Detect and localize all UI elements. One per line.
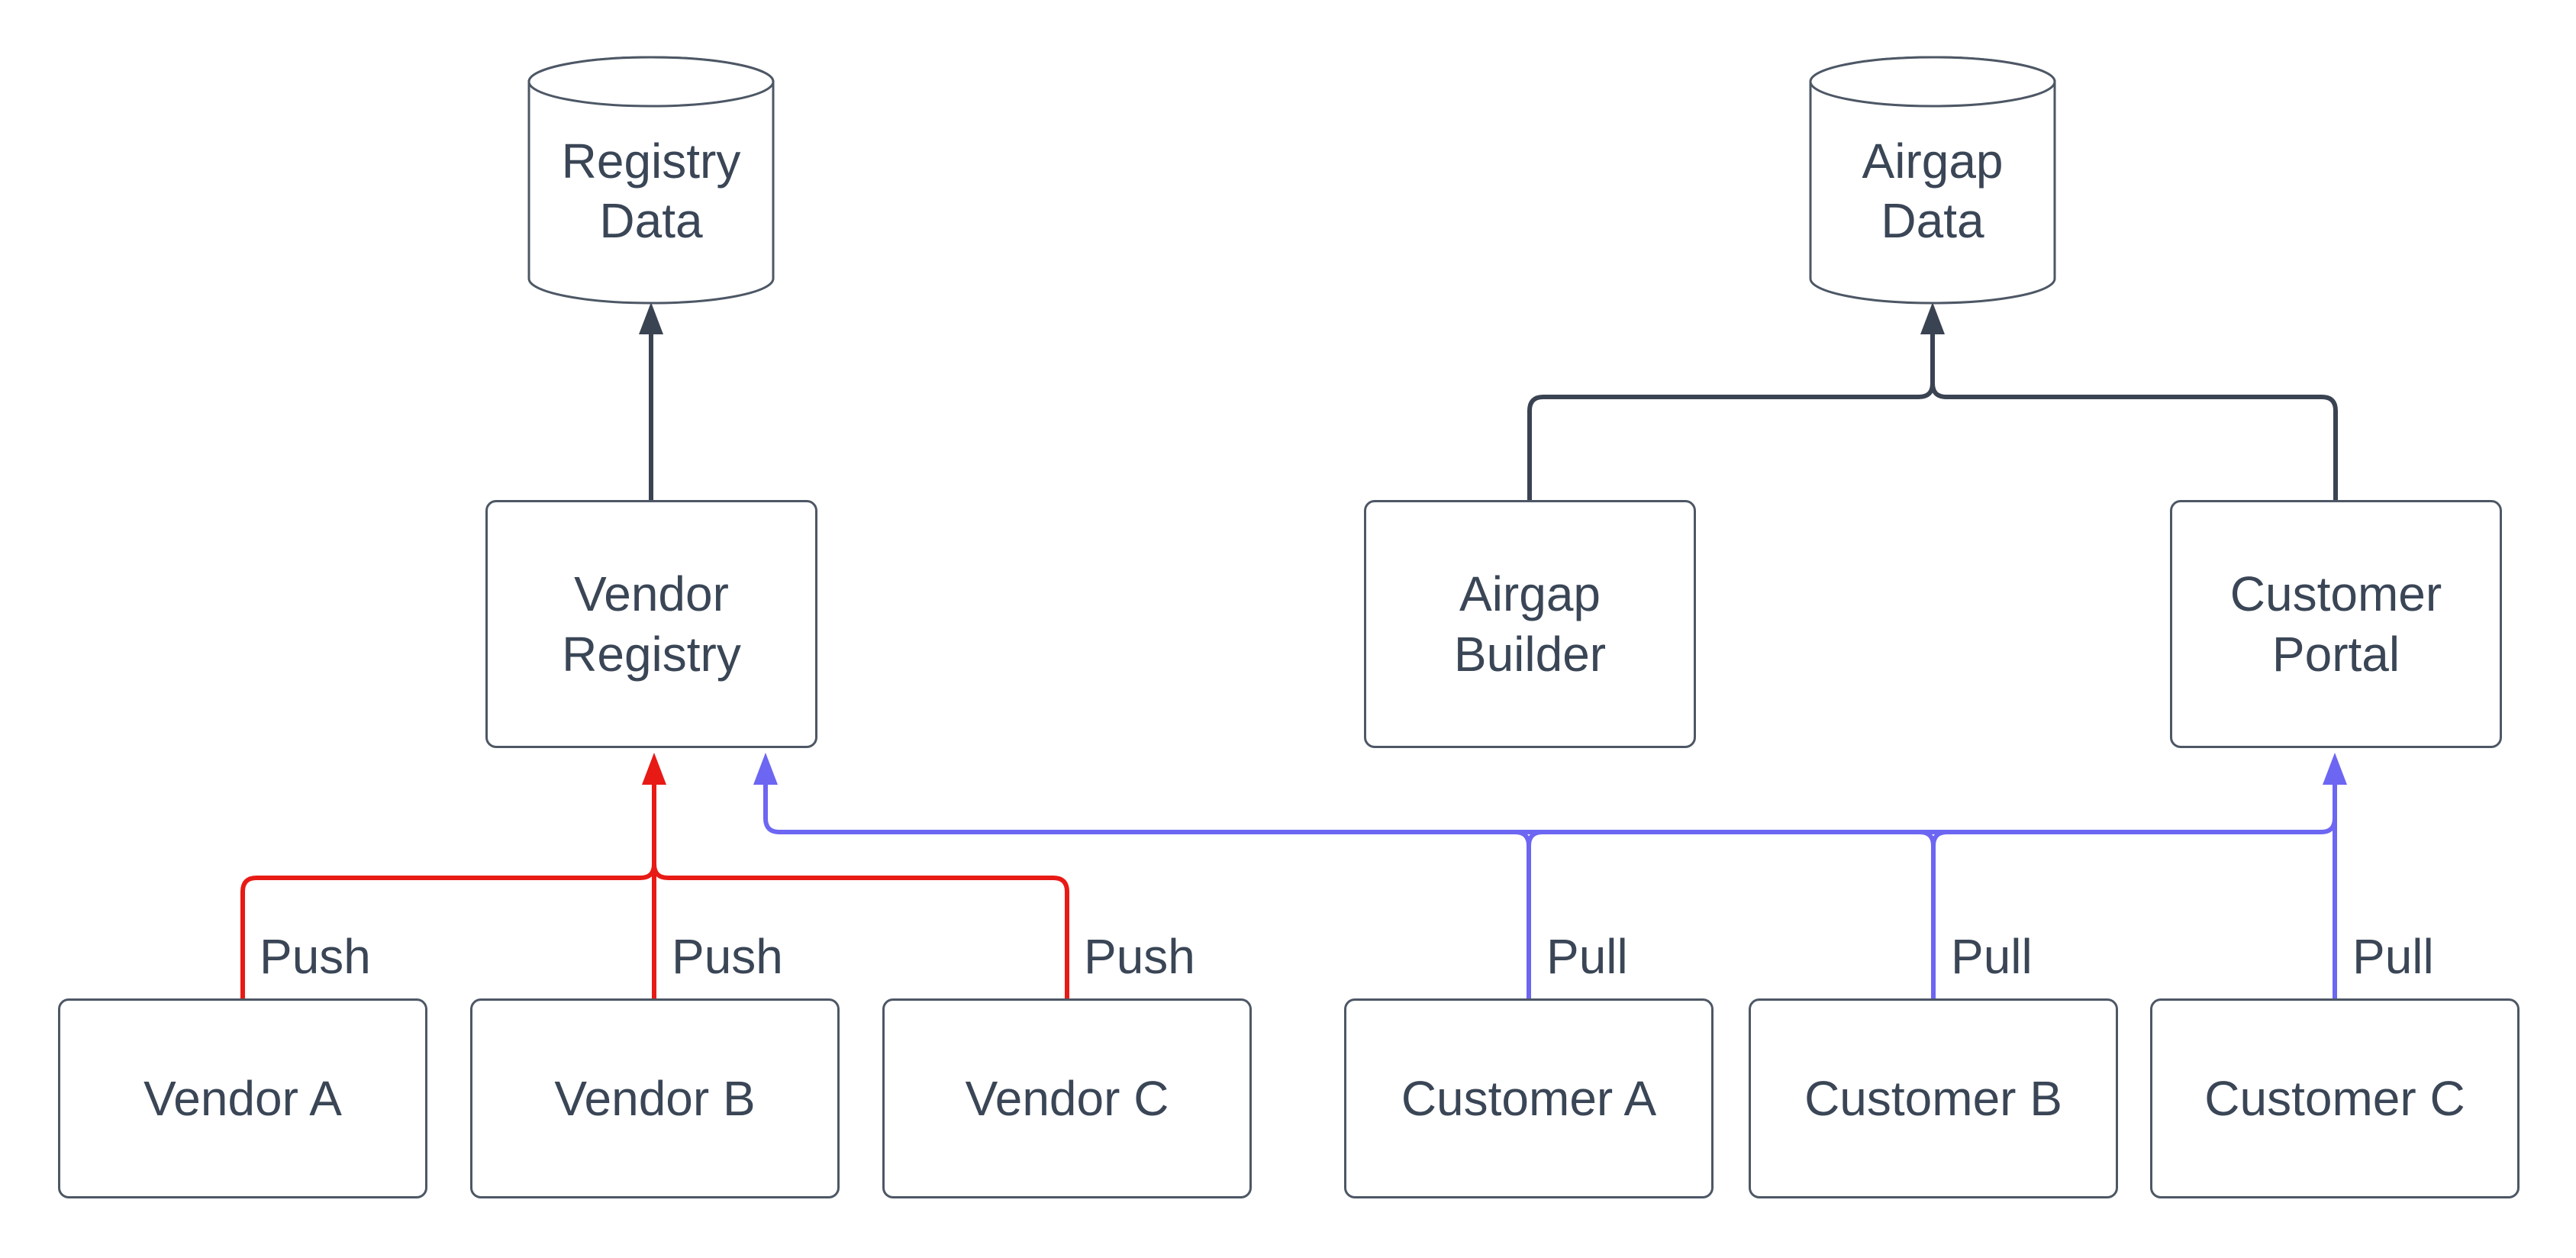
edge-airgap-builder-to-airgap-data [1527,382,1935,500]
arrowhead-up-icon [642,753,666,785]
node-airgap-builder: Airgap Builder [1364,500,1696,748]
edge-pull-trunk [753,753,2337,834]
edge-label-pull-customer-c: Pull [2352,929,2434,984]
arrowhead-up-icon [2323,753,2347,785]
edge-label-pull-customer-a: Pull [1546,929,1628,984]
node-vendor-c: Vendor C [882,998,1252,1198]
node-registry-data-label: Registry Data [561,133,741,248]
cylinder-top-rim [1809,56,2056,108]
node-vendor-a: Vendor A [58,998,427,1198]
arrowhead-up-icon [639,302,663,334]
edge-label-pull-customer-b: Pull [1951,929,2033,984]
cylinder-airgap-data [1809,56,2056,305]
edge-line [1527,382,1935,500]
edge-customer-portal-to-airgap-data [1920,302,2338,500]
edge-vendor-registry-to-registry-data [639,302,663,500]
edge-push-vendor-b [642,753,666,998]
node-vendor-registry: Vendor Registry [485,500,817,748]
node-customer-c: Customer C [2150,998,2520,1198]
node-airgap-data-label: Airgap Data [1862,133,2004,248]
edge-line [1514,830,1543,998]
edge-pull-customer-a [1514,830,1543,998]
node-customer-a: Customer A [1344,998,1714,1198]
node-customer-portal: Customer Portal [2170,500,2502,748]
cylinder-registry-data [527,56,775,305]
node-vendor-b: Vendor B [470,998,840,1198]
edge-label-push-vendor-b: Push [672,929,783,984]
cylinder-top-rim [527,56,775,108]
edge-label-push-vendor-c: Push [1084,929,1195,984]
edge-line [1919,830,1948,998]
edge-line [763,783,2337,834]
arrowhead-up-icon [1920,302,1945,334]
edge-pull-customer-b [1919,830,1948,998]
arrowhead-up-icon [753,753,778,785]
edge-pull-customer-c [2323,753,2347,998]
edge-line [1930,382,2338,500]
node-customer-b: Customer B [1749,998,2118,1198]
edge-label-push-vendor-a: Push [260,929,371,984]
